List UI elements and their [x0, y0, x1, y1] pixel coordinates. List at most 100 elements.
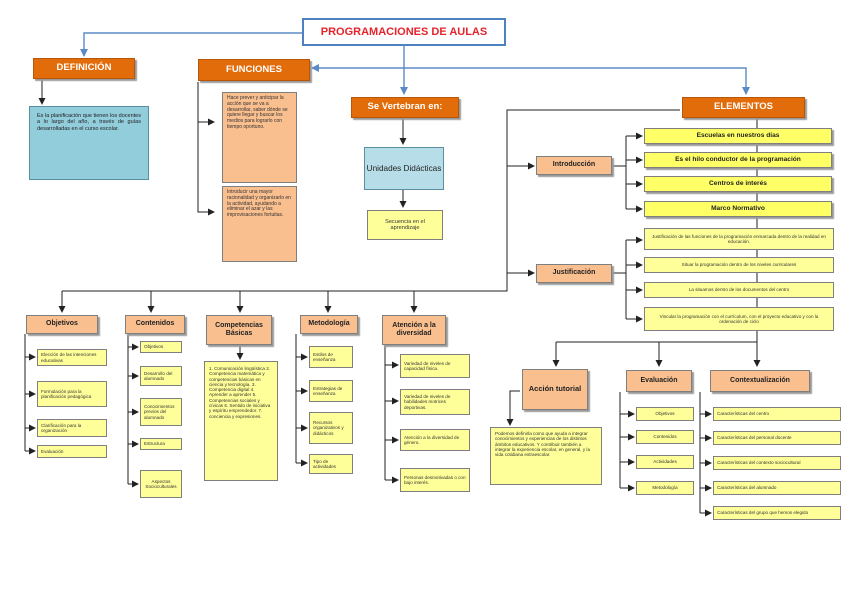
page-title: PROGRAMACIONES DE AULAS [302, 18, 506, 46]
definicion-text-box: Es la planificación que tienen los docen… [29, 106, 149, 180]
vertebran-header: Se Vertebran en: [351, 97, 459, 118]
justificacion-item-2-text: Situar la programación dentro de los niv… [681, 262, 797, 268]
metodologia-item-3-text: Recursos organizativos y didácticos [313, 420, 344, 436]
objetivos-item-3-text: Clarificación para la organización [41, 422, 82, 433]
atencion-item-3: Atención a la diversidad de género. [400, 429, 470, 451]
accion-tutorial-header: Acción tutorial [522, 369, 588, 410]
evaluacion-item-3-text: Actividades [653, 459, 677, 465]
introduccion-header: Introducción [536, 156, 612, 175]
justificacion-label: Justificación [552, 269, 596, 277]
justificacion-item-2: Situar la programación dentro de los niv… [644, 257, 834, 273]
contextualizacion-item-3: Características del contexto sociocultur… [713, 456, 841, 470]
metodologia-item-2-text: Estrategias de enseñanza [313, 385, 343, 396]
introduccion-item-3-text: Centros de interés [709, 180, 767, 188]
contenidos-item-2: Desarrollo del alumnado [140, 366, 182, 386]
introduccion-item-2: Es el hilo conductor de la programación [644, 152, 832, 168]
accion-tutorial-text: Podemos definirla como que ayuda a integ… [495, 431, 590, 458]
introduccion-item-4: Marco Normativo [644, 201, 832, 217]
objetivos-item-2-text: Formulación para la planificación pedagó… [41, 388, 92, 399]
contenidos-label: Contenidos [135, 320, 175, 328]
atencion-item-2: Variedad de niveles de habilidades motri… [400, 389, 470, 415]
contenidos-item-5-text: Aspectos Socioculturales [145, 478, 177, 489]
funciones-header: FUNCIONES [198, 59, 310, 81]
objetivos-item-1: Elección de las intenciones educativas [37, 349, 107, 366]
contextualizacion-label: Contextualización [730, 376, 790, 384]
atencion-item-3-text: Atención a la diversidad de género. [404, 434, 460, 445]
elementos-label: ELEMENTOS [714, 101, 773, 113]
evaluacion-item-4: Metodología [636, 481, 694, 495]
metodologia-item-4-text: Tipo de actividades [313, 458, 336, 469]
contextualizacion-item-1: Características del centro [713, 407, 841, 421]
definicion-text: Es la planificación que tienen los docen… [37, 113, 141, 132]
atencion-item-2-text: Variedad de niveles de habilidades motri… [404, 394, 451, 410]
contenidos-item-4: Estructura [140, 438, 182, 450]
contenidos-item-3: Conocimientos previos del alumnado [140, 398, 182, 426]
evaluacion-item-3: Actividades [636, 455, 694, 469]
atencion-item-1: Variedad de niveles de capacidad física. [400, 354, 470, 378]
funciones-label: FUNCIONES [226, 63, 282, 75]
definicion-label: DEFINICIÓN [56, 62, 112, 74]
introduccion-label: Introducción [552, 161, 596, 169]
metodologia-item-3: Recursos organizativos y didácticos [309, 412, 353, 444]
unidades-didacticas-box: Unidades Didácticas [364, 147, 444, 190]
funciones-item-1: Hace prever y anticipar la acción que se… [222, 92, 297, 183]
objetivos-item-4: Evaluación [37, 445, 107, 458]
metodologia-item-1-text: Estilos de enseñanza [313, 351, 336, 362]
metodologia-item-1: Estilos de enseñanza [309, 346, 353, 368]
metodologia-label: Metodología [308, 320, 350, 328]
unidades-didacticas-text: Unidades Didácticas [366, 163, 442, 173]
atencion-item-4: Personas desmotivadas o con bajo interés… [400, 468, 470, 492]
justificacion-item-1-text: Justificación de las funciones de la pro… [652, 233, 826, 244]
secuencia-aprendizaje-box: Secuencia en el aprendizaje [367, 210, 443, 240]
introduccion-item-4-text: Marco Normativo [711, 205, 765, 213]
competencias-list: 1. Comunicación lingüística 2. Competenc… [204, 361, 278, 481]
evaluacion-label: Evaluación [640, 376, 678, 384]
vertebran-label: Se Vertebran en: [367, 101, 443, 113]
contextualizacion-item-2-text: Características del personal docente [717, 435, 792, 441]
atencion-item-4-text: Personas desmotivadas o con bajo interés… [404, 474, 466, 485]
evaluacion-item-1-text: Objetivos [655, 411, 675, 417]
accion-tutorial-label: Acción tutorial [528, 384, 582, 394]
evaluacion-item-1: Objetivos [636, 407, 694, 421]
contextualizacion-item-4-text: Características del alumnado [717, 485, 777, 491]
justificacion-header: Justificación [536, 264, 612, 283]
introduccion-item-1-text: Escuelas en nuestros días [696, 132, 780, 140]
competencias-label: Competencias Básicas [215, 321, 263, 337]
contenidos-item-4-text: Estructura [144, 441, 165, 447]
contenidos-item-5: Aspectos Socioculturales [140, 470, 182, 498]
atencion-header: Atención a la diversidad [382, 315, 446, 345]
objetivos-item-2: Formulación para la planificación pedagó… [37, 381, 107, 407]
secuencia-aprendizaje-text: Secuencia en el aprendizaje [385, 218, 425, 231]
contextualizacion-header: Contextualización [710, 370, 810, 392]
justificacion-item-3: La situamos dentro de los documentos del… [644, 282, 834, 298]
contenidos-item-1-text: Objetivos [144, 344, 164, 350]
objetivos-label: Objetivos [46, 320, 78, 328]
contenidos-item-1: Objetivos [140, 341, 182, 353]
objetivos-item-4-text: Evaluación [41, 448, 64, 454]
accion-tutorial-text-box: Podemos definirla como que ayuda a integ… [490, 427, 602, 485]
contenidos-header: Contenidos [125, 315, 185, 334]
definicion-header: DEFINICIÓN [33, 58, 135, 79]
justificacion-item-4: Vincular la programación con el currícul… [644, 307, 834, 331]
contextualizacion-item-5: Características del grupo que hemos eleg… [713, 506, 841, 520]
funciones-item-1-text: Hace prever y anticipar la acción que se… [227, 95, 288, 130]
contextualizacion-item-5-text: Características del grupo que hemos eleg… [717, 510, 809, 516]
objetivos-item-3: Clarificación para la organización [37, 419, 107, 437]
evaluacion-item-2: Contenidos [636, 430, 694, 444]
justificacion-item-1: Justificación de las funciones de la pro… [644, 228, 834, 250]
introduccion-item-2-text: Es el hilo conductor de la programación [675, 156, 801, 164]
evaluacion-header: Evaluación [626, 370, 692, 392]
justificacion-item-3-text: La situamos dentro de los documentos del… [688, 287, 790, 293]
competencias-header: Competencias Básicas [206, 315, 272, 345]
metodologia-item-2: Estrategias de enseñanza [309, 380, 353, 402]
metodologia-item-4: Tipo de actividades [309, 454, 353, 474]
contextualizacion-item-3-text: Características del contexto sociocultur… [717, 460, 801, 466]
elementos-header: ELEMENTOS [682, 97, 805, 118]
metodologia-header: Metodología [300, 315, 358, 334]
evaluacion-item-2-text: Contenidos [653, 434, 677, 440]
contextualizacion-item-2: Características del personal docente [713, 431, 841, 445]
funciones-item-2-text: Introducir una mayor racionalidad y orga… [227, 189, 291, 218]
contextualizacion-item-4: Características del alumnado [713, 481, 841, 495]
